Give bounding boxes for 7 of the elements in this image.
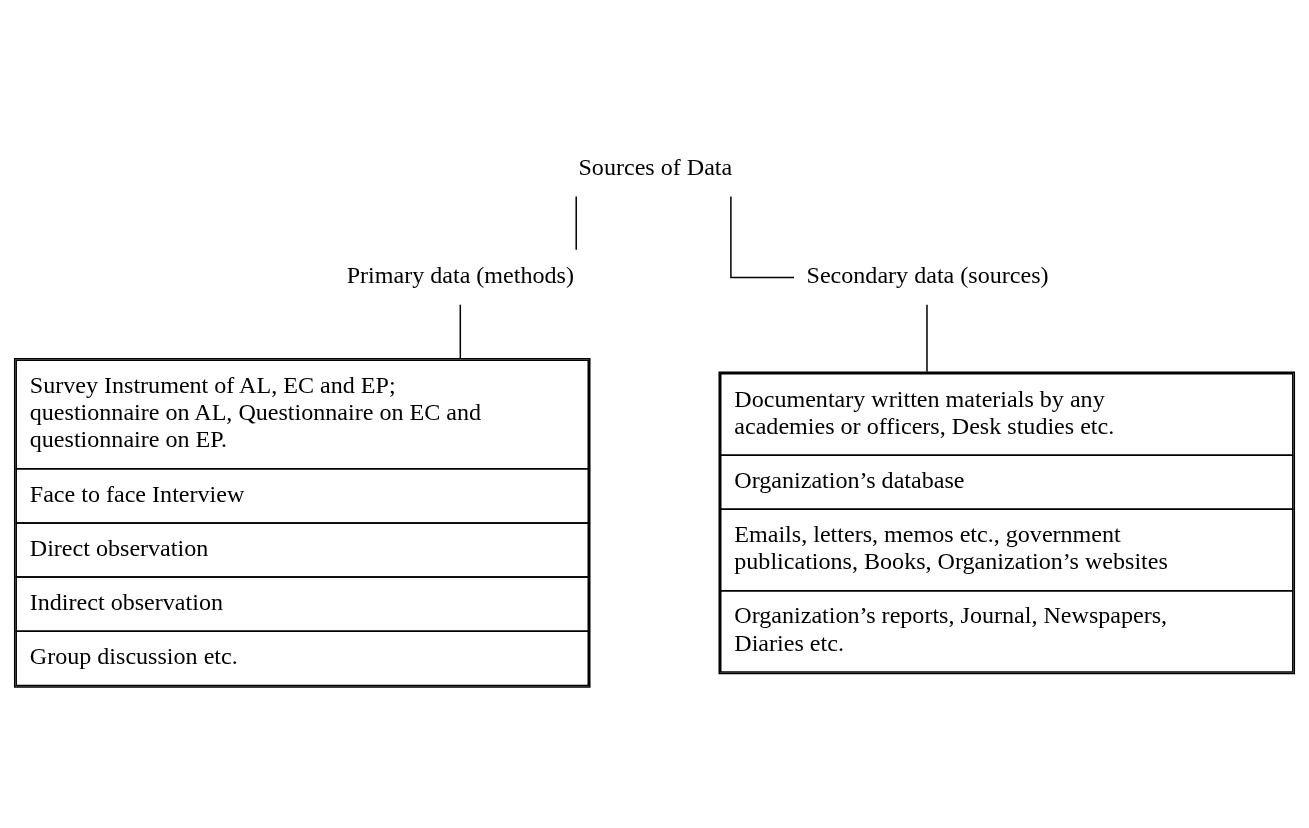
node-text: Sources of Data — [578, 153, 733, 180]
node-text: Secondary data (sources) — [806, 261, 1049, 288]
connector — [459, 303, 462, 359]
connector — [926, 303, 928, 373]
connector — [730, 195, 795, 278]
node-text: Primary data (methods) — [346, 261, 574, 288]
connector — [575, 195, 577, 251]
